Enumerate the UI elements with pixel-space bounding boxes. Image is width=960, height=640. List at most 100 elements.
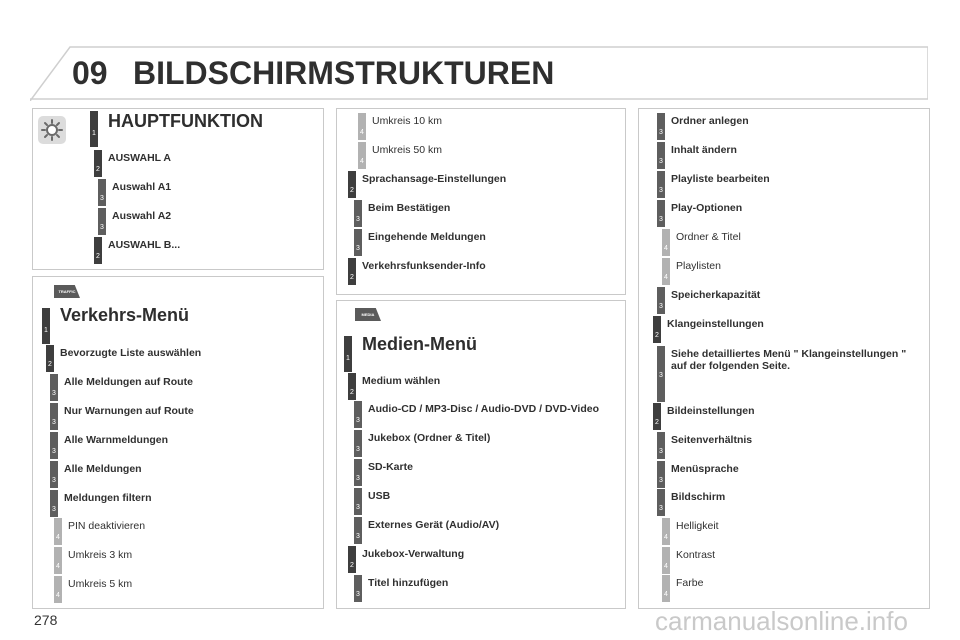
level-badge: 2 bbox=[348, 171, 356, 198]
menu-item-label: Helligkeit bbox=[676, 520, 719, 532]
level-badge: 3 bbox=[50, 461, 58, 488]
level-badge: 3 bbox=[657, 171, 665, 198]
menu-item-label: Verkehrsfunksender-Info bbox=[362, 260, 486, 272]
level-badge: 3 bbox=[50, 403, 58, 430]
level-badge: 3 bbox=[354, 229, 362, 256]
level-badge: 4 bbox=[662, 258, 670, 285]
level-badge: 4 bbox=[662, 518, 670, 545]
menu-item-label: PIN deaktivieren bbox=[68, 520, 146, 532]
chapter-number: 09 bbox=[72, 55, 108, 91]
menu-item-label: Titel hinzufügen bbox=[368, 577, 449, 589]
menu-item-label: USB bbox=[368, 490, 391, 502]
menu-item-label: Audio-CD / MP3-Disc / Audio-DVD / DVD-Vi… bbox=[368, 403, 600, 415]
menu-item-label: AUSWAHL A bbox=[108, 152, 171, 164]
settings-icon bbox=[38, 116, 66, 144]
level-badge: 3 bbox=[354, 575, 362, 602]
menu-item-label: Medium wählen bbox=[362, 375, 441, 387]
menu-item-label: Verkehrs-Menü bbox=[60, 305, 190, 325]
level-badge: 2 bbox=[94, 237, 102, 264]
menu-item-label: Farbe bbox=[676, 577, 704, 589]
menu-item-label: Klangeinstellungen bbox=[667, 318, 764, 330]
level-badge: 1 bbox=[90, 111, 98, 147]
level-badge: 3 bbox=[354, 517, 362, 544]
menu-item-label: Siehe detailliertes Menü " Klangeinstell… bbox=[671, 348, 907, 372]
menu-item-label: Meldungen filtern bbox=[64, 492, 152, 504]
menu-item-label: Playlisten bbox=[676, 260, 721, 272]
menu-item-label: SD-Karte bbox=[368, 461, 413, 473]
level-badge: 2 bbox=[348, 373, 356, 400]
level-badge: 2 bbox=[348, 546, 356, 573]
level-badge: 4 bbox=[662, 229, 670, 256]
menu-item-label: Alle Warnmeldungen bbox=[64, 434, 169, 446]
menu-item-label: Jukebox-Verwaltung bbox=[362, 548, 465, 560]
menu-item-label: Umkreis 10 km bbox=[372, 115, 443, 127]
level-badge: 3 bbox=[98, 179, 106, 206]
menu-item-label: Bevorzugte Liste auswählen bbox=[60, 347, 202, 359]
level-badge: 4 bbox=[662, 547, 670, 574]
menu-item-label: Kontrast bbox=[676, 549, 716, 561]
level-badge: 3 bbox=[354, 401, 362, 428]
menu-item-label: Inhalt ändern bbox=[671, 144, 737, 156]
panel-medien bbox=[336, 300, 626, 609]
level-badge: 2 bbox=[46, 345, 54, 372]
level-badge: 3 bbox=[50, 490, 58, 517]
panel-hauptfunktion bbox=[32, 108, 324, 270]
level-badge: 3 bbox=[50, 432, 58, 459]
level-badge: 3 bbox=[50, 374, 58, 401]
level-badge: 2 bbox=[94, 150, 102, 177]
level-badge: 3 bbox=[657, 461, 665, 488]
menu-item-label: HAUPTFUNKTION bbox=[108, 111, 263, 131]
level-badge: 3 bbox=[657, 432, 665, 459]
menu-item-label: Auswahl A1 bbox=[112, 181, 172, 193]
menu-item-label: Play-Optionen bbox=[671, 202, 743, 214]
level-badge: 3 bbox=[657, 113, 665, 140]
level-badge: 1 bbox=[42, 308, 50, 344]
menu-item-label: Eingehende Meldungen bbox=[368, 231, 486, 243]
panel-verkehr bbox=[32, 276, 324, 609]
traffic-tag-icon: TRAFFIC bbox=[54, 285, 80, 298]
menu-item-label: Sprachansage-Einstellungen bbox=[362, 173, 507, 185]
level-badge: 4 bbox=[54, 547, 62, 574]
menu-item-label: Ordner & Titel bbox=[676, 231, 741, 243]
level-badge: 4 bbox=[54, 518, 62, 545]
menu-item-label: Externes Gerät (Audio/AV) bbox=[368, 519, 500, 531]
level-badge: 3 bbox=[354, 459, 362, 486]
menu-item-label: Ordner anlegen bbox=[671, 115, 749, 127]
menu-item-label: Umkreis 3 km bbox=[68, 549, 133, 561]
menu-item-label: Umkreis 5 km bbox=[68, 578, 133, 590]
panel-medien-cont bbox=[638, 108, 930, 609]
level-badge: 2 bbox=[348, 258, 356, 285]
level-badge: 3 bbox=[98, 208, 106, 235]
level-badge: 3 bbox=[354, 200, 362, 227]
level-badge: 1 bbox=[344, 336, 352, 372]
menu-item-label: Alle Meldungen bbox=[64, 463, 142, 475]
level-badge: 3 bbox=[657, 287, 665, 314]
level-badge: 3 bbox=[354, 430, 362, 457]
menu-item-label: Menüsprache bbox=[671, 463, 739, 475]
menu-item-label: Bildeinstellungen bbox=[667, 405, 755, 417]
menu-item-label: Playliste bearbeiten bbox=[671, 173, 770, 185]
menu-item-label: Auswahl A2 bbox=[112, 210, 172, 222]
level-badge: 3 bbox=[657, 142, 665, 169]
page-title: BILDSCHIRMSTRUKTUREN bbox=[133, 55, 555, 91]
watermark: carmanualsonline.info bbox=[655, 606, 908, 636]
level-badge: 2 bbox=[653, 403, 661, 430]
menu-item-label: Beim Bestätigen bbox=[368, 202, 451, 214]
level-badge: 4 bbox=[54, 576, 62, 603]
menu-item-label: Seitenverhältnis bbox=[671, 434, 753, 446]
chapter-header-band bbox=[30, 46, 928, 101]
level-badge: 4 bbox=[662, 575, 670, 602]
menu-item-label: Alle Meldungen auf Route bbox=[64, 376, 193, 388]
menu-item-label: Medien-Menü bbox=[362, 334, 477, 354]
level-badge: 2 bbox=[653, 316, 661, 343]
level-badge: 3 bbox=[354, 488, 362, 515]
menu-item-label: Jukebox (Ordner & Titel) bbox=[368, 432, 491, 444]
menu-item-label: Umkreis 50 km bbox=[372, 144, 443, 156]
level-badge: 3 bbox=[657, 200, 665, 227]
menu-item-label: Speicherkapazität bbox=[671, 289, 761, 301]
level-badge: 4 bbox=[358, 142, 366, 169]
level-badge: 3 bbox=[657, 489, 665, 516]
panel-verkehr-cont bbox=[336, 108, 626, 295]
level-badge: 3 bbox=[657, 346, 665, 402]
menu-item-label: Nur Warnungen auf Route bbox=[64, 405, 194, 417]
